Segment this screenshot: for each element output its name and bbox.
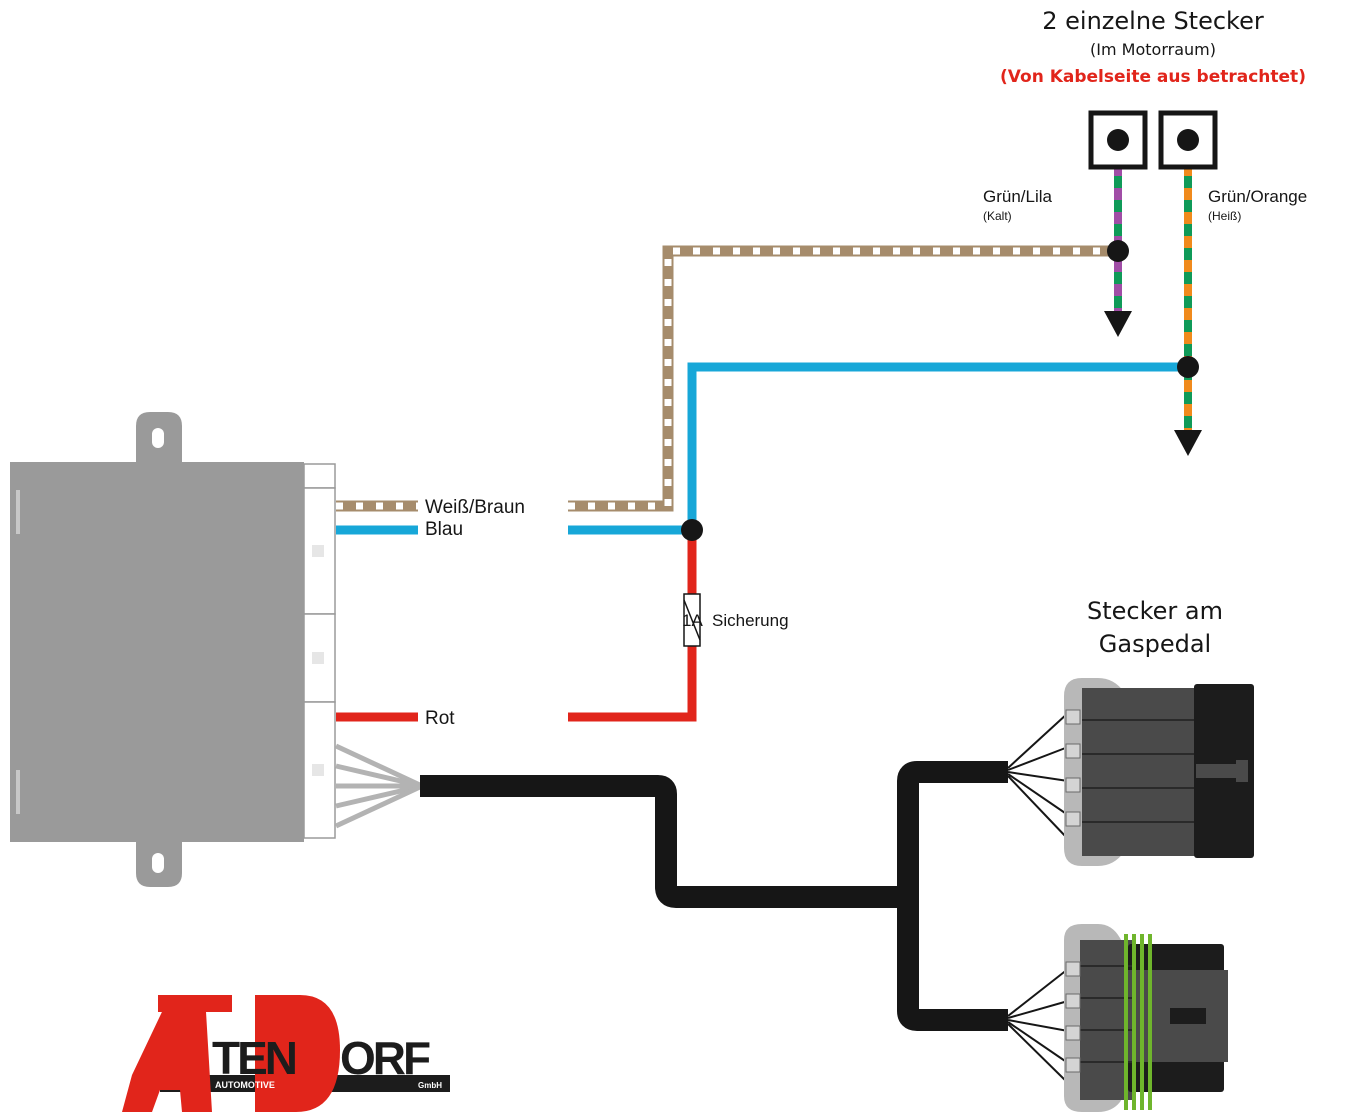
wire-rot bbox=[336, 530, 697, 722]
wire-label-blau: Blau bbox=[425, 519, 463, 540]
junction-dot bbox=[1177, 356, 1199, 378]
fuse-label: Sicherung bbox=[712, 611, 789, 630]
wire-label-gruen-lila: Grün/Lila bbox=[983, 187, 1053, 206]
junction-dot bbox=[1107, 240, 1129, 262]
arrow-down-icon bbox=[1174, 430, 1202, 456]
module-housing bbox=[10, 462, 304, 842]
connector-pin-mark bbox=[312, 764, 324, 776]
wire-note-kalt: (Kalt) bbox=[983, 209, 1012, 223]
pedal-title-line2: Gaspedal bbox=[1099, 630, 1211, 658]
logo-a-bar bbox=[158, 995, 232, 1012]
plugs-title: 2 einzelne Stecker bbox=[1042, 7, 1264, 35]
mounting-hole-bottom bbox=[152, 853, 164, 873]
housing-mark-top bbox=[16, 490, 20, 534]
housing-mark-bottom bbox=[16, 770, 20, 814]
mounting-hole-top bbox=[152, 428, 164, 448]
connector-pin-mark bbox=[312, 652, 324, 664]
logo-letter-d bbox=[255, 995, 340, 1112]
wire-blau bbox=[336, 362, 1188, 535]
altendorf-logo: TEN ORF AUTOMOTIVE GmbH bbox=[122, 995, 450, 1112]
logo-sub-left: AUTOMOTIVE bbox=[215, 1080, 275, 1090]
module-connector-slot-1 bbox=[303, 463, 336, 489]
fuse-element bbox=[683, 599, 701, 641]
pedal-connector-1 bbox=[1007, 678, 1254, 866]
wire-label-gruen-orange: Grün/Orange bbox=[1208, 187, 1307, 206]
control-module bbox=[10, 412, 336, 887]
logo-text-ten: TEN bbox=[212, 1032, 296, 1084]
arrow-down-icon bbox=[1104, 311, 1132, 337]
junction-dot bbox=[681, 519, 703, 541]
plugs-subtitle: (Im Motorraum) bbox=[1090, 40, 1216, 59]
connector-pin-mark bbox=[312, 545, 324, 557]
module-harness-fanout bbox=[334, 743, 424, 829]
fuse-value: 1A bbox=[682, 611, 703, 630]
single-plug-heiss bbox=[1158, 110, 1218, 170]
pedal-title-line1: Stecker am bbox=[1087, 597, 1223, 625]
wire-label-rot: Rot bbox=[425, 708, 455, 729]
wire-note-heiss: (Heiß) bbox=[1208, 209, 1241, 223]
single-plug-kalt bbox=[1088, 110, 1148, 170]
logo-sub-right: GmbH bbox=[418, 1081, 442, 1090]
logo-text-orf: ORF bbox=[340, 1032, 430, 1084]
wire-weiss-braun bbox=[336, 245, 1118, 512]
fuse bbox=[683, 593, 701, 647]
pedal-connector-2 bbox=[1007, 924, 1228, 1112]
black-harness bbox=[420, 761, 1008, 1031]
plugs-note: (Von Kabelseite aus betrachtet) bbox=[1000, 67, 1306, 87]
wire-label-weiss-braun: Weiß/Braun bbox=[425, 497, 525, 518]
logo-letter-a bbox=[122, 995, 212, 1112]
